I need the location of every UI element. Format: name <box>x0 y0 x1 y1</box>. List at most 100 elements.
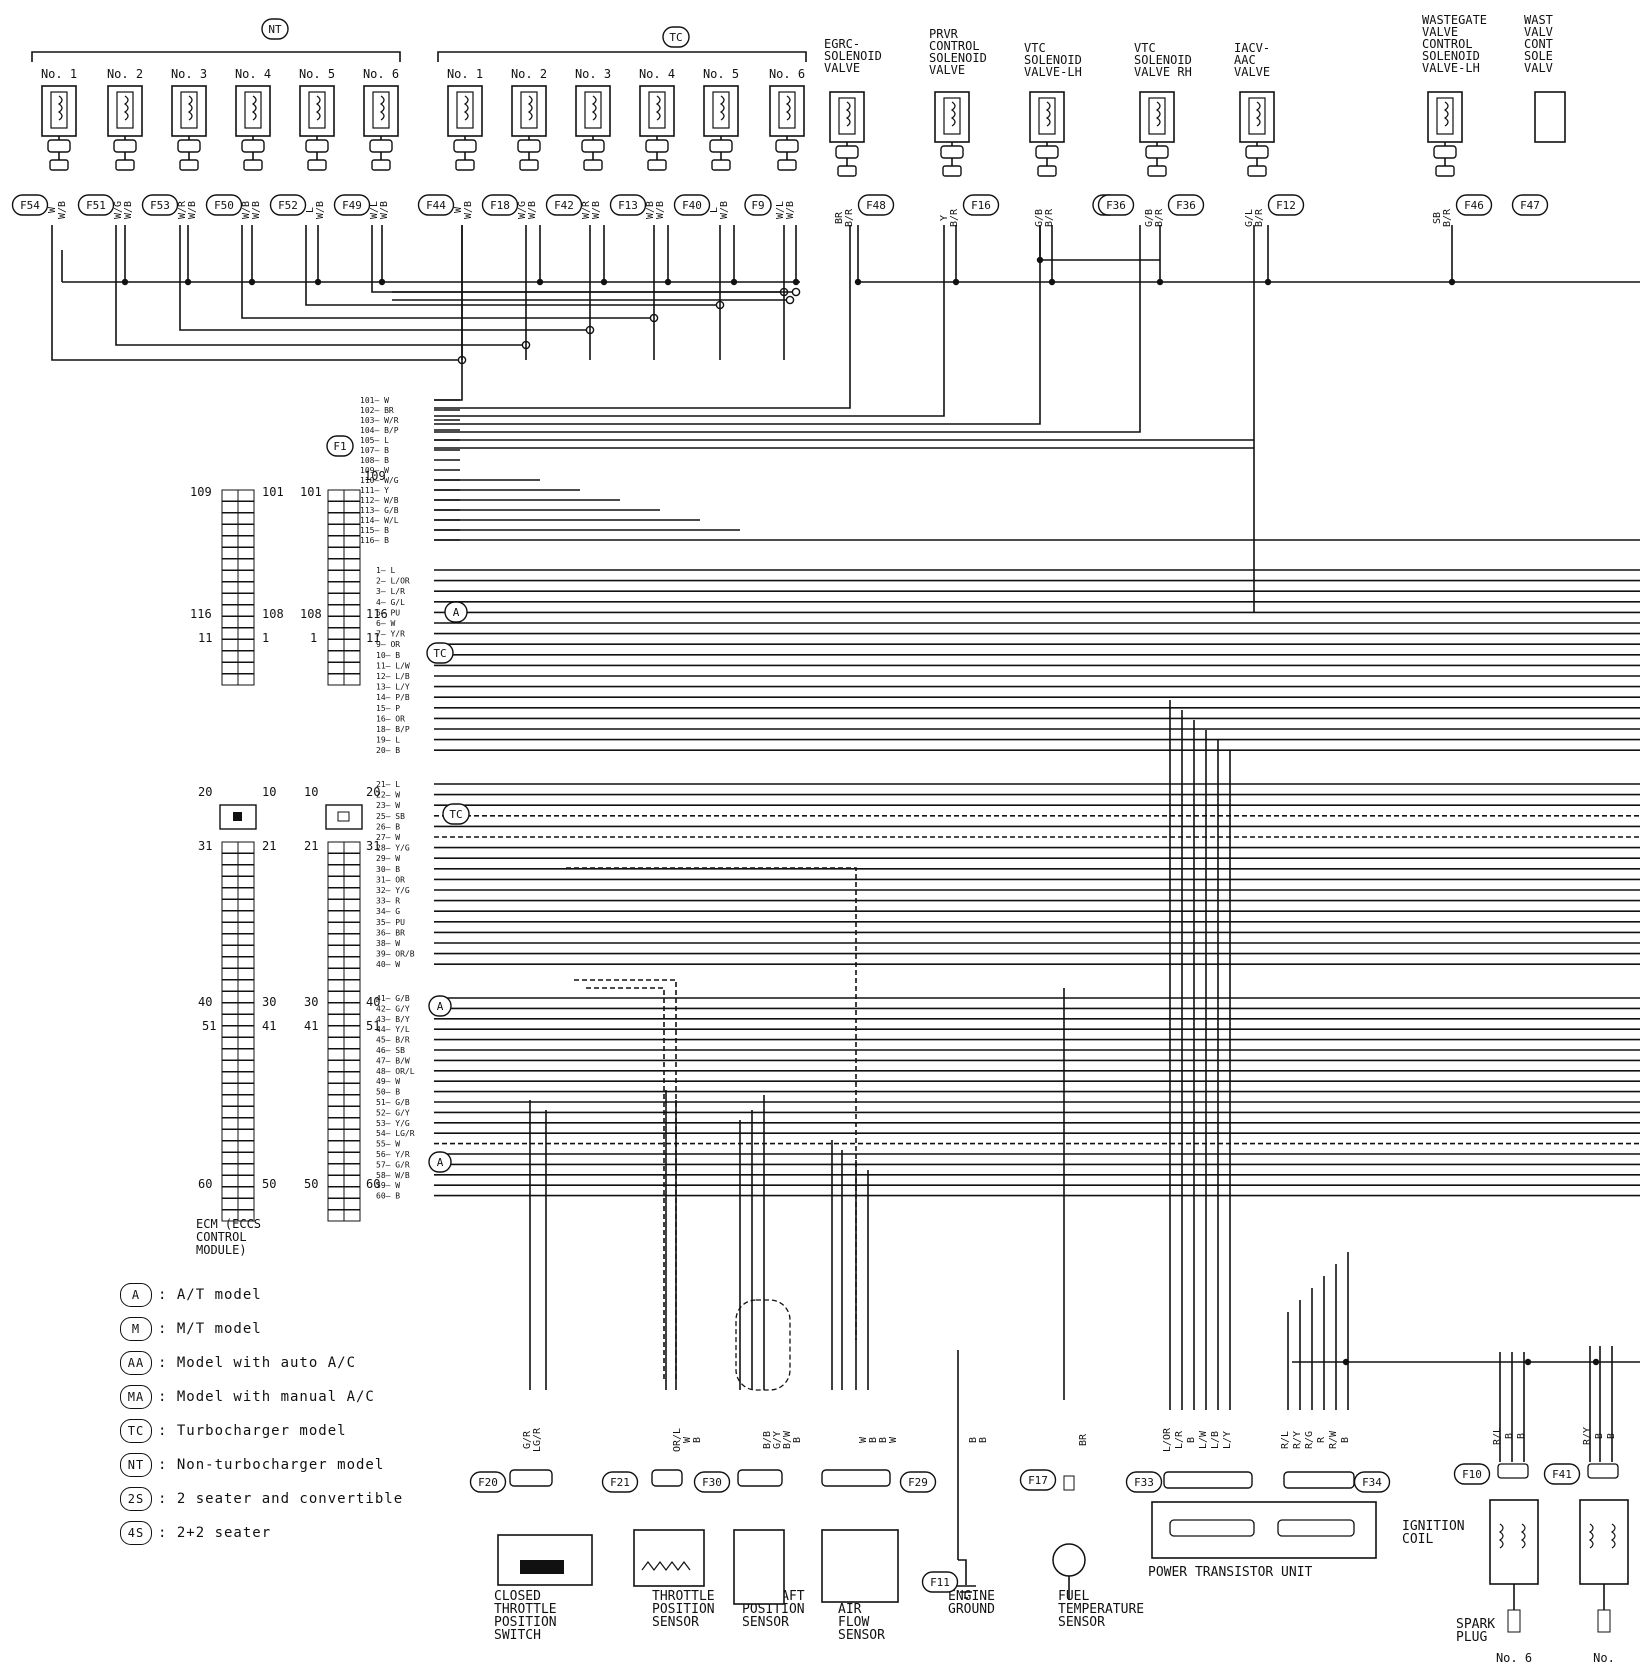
wire-color: R <box>1316 1436 1327 1443</box>
ecm-pin-label: 19— L <box>376 736 400 745</box>
coil-winding-icon <box>1588 1523 1616 1549</box>
ecm-corner-label: 30 <box>304 995 318 1009</box>
junction-dot <box>730 278 738 286</box>
injector-injector_nt-6-socket <box>371 159 391 171</box>
injector-injector_nt-2-socket <box>115 159 135 171</box>
solenoid-valve-3-coil-icon <box>1155 101 1161 127</box>
solenoid-valve-1-plug <box>940 145 964 159</box>
ecm-pin-label: 22— W <box>376 791 400 800</box>
injector-injector_nt-3-plug <box>177 139 201 153</box>
ignition-coil-label: IGNITION <box>1402 1519 1465 1534</box>
potentiometer-icon <box>641 1561 691 1571</box>
ptu-socket-left <box>1169 1519 1255 1537</box>
ecm-pin-label: 3— L/R <box>376 587 405 596</box>
ecm-pin-label: 102— BR <box>360 406 394 415</box>
solenoid-label: VTC <box>1134 41 1156 55</box>
crossover-ring <box>785 295 795 305</box>
ecm-pin-label: 23— W <box>376 801 400 810</box>
solenoid-label: VALVE <box>824 61 860 75</box>
ecm-connector-badge-text: F1 <box>333 440 346 453</box>
ground-icon <box>956 1585 976 1599</box>
wire-color: LG/R <box>532 1427 543 1452</box>
component-label: FLOW <box>838 1615 869 1630</box>
wire-color: W/B <box>315 201 326 219</box>
tc-bracket <box>437 51 807 62</box>
ecm-pin-label: 36— BR <box>376 928 405 937</box>
ecm-pin-label: 25— SB <box>376 812 405 821</box>
ecm-pin-label: 14— P/B <box>376 693 410 702</box>
injector-signal-wire <box>179 225 590 331</box>
wire-color: W/B <box>463 201 474 219</box>
legend-item: A: A/T model <box>120 1278 403 1312</box>
ecm-pin-label: 39— OR/B <box>376 950 415 959</box>
wire-color: B/R <box>844 208 855 227</box>
injector-label: No. 1 <box>41 67 77 81</box>
spark-plug-number: No. <box>1593 1651 1615 1665</box>
throttle-position-sensor-body <box>633 1529 705 1587</box>
ecm-pin-label: 42— G/Y <box>376 1004 410 1013</box>
junction-dot <box>1448 278 1456 286</box>
solenoid-valve-0-coil-frame <box>838 97 856 135</box>
injector-injector_nt-6-coil-frame <box>372 91 390 129</box>
injector-label: No. 4 <box>639 67 675 81</box>
injector-injector_tc-2-plug <box>517 139 541 153</box>
ecm-corner-label: 116 <box>366 607 388 621</box>
ecm-pin-label: 110— W/G <box>360 476 399 485</box>
connector-badge-text: F48 <box>866 199 886 212</box>
component-label: AIR <box>838 1602 862 1617</box>
wire-color: B/R <box>1442 208 1453 227</box>
wire-color: G/B <box>1034 209 1045 227</box>
junction-dot <box>248 278 256 286</box>
wire-color: W/B <box>785 201 796 219</box>
injector-injector_nt-2-coil-frame <box>116 91 134 129</box>
wire-color: Y <box>939 215 950 221</box>
ecm-corner-label: 31 <box>198 839 212 853</box>
connector-badge <box>1097 194 1135 216</box>
ecm-pin-label: 109— W <box>360 466 389 475</box>
connector-badge <box>333 194 371 216</box>
ecm-pin-label: 103— W/R <box>360 416 399 425</box>
connector-badge <box>673 194 711 216</box>
legend: A: A/T model M: M/T model AA: Model with… <box>120 1278 403 1550</box>
ecm-pin-label: 112— W/B <box>360 496 399 505</box>
tc-marker <box>426 642 454 664</box>
connector-badge <box>899 1471 937 1493</box>
solenoid-label: WAST <box>1524 13 1553 27</box>
junction-dot <box>1264 278 1272 286</box>
tc-badge <box>662 26 690 48</box>
legend-badge: 2S <box>120 1487 152 1511</box>
connector-badge <box>601 1471 639 1493</box>
wire-color: W/B <box>655 201 666 219</box>
ecm-pin-label: 52— G/Y <box>376 1108 410 1117</box>
crossover-ring <box>791 287 801 297</box>
connector-badge <box>921 1571 959 1593</box>
wire-color: B/B <box>762 1431 773 1449</box>
solenoid-valve-2-coil-icon <box>1045 101 1051 127</box>
ecm-pin-label: 107— B <box>360 446 389 455</box>
component-label: FUEL <box>1058 1589 1089 1604</box>
junction-dot <box>314 278 322 286</box>
wire <box>434 225 851 409</box>
wire-color: B <box>792 1437 803 1443</box>
solenoid-valve-2-plug <box>1035 145 1059 159</box>
ecm-pin-label: 47— B/W <box>376 1056 410 1065</box>
junction-dot <box>1592 1358 1600 1366</box>
legend-text: Non-turbocharger model <box>176 1457 385 1473</box>
solenoid-label: VALV <box>1524 25 1553 39</box>
nt-badge-text: NT <box>268 23 282 36</box>
solenoid-valve-0-coil-icon <box>845 101 851 127</box>
injector-label: No. 6 <box>769 67 805 81</box>
injector-injector_nt-4-plug <box>241 139 265 153</box>
solenoid-label: VALVE <box>929 63 965 77</box>
injector-injector_tc-4-coil-frame <box>648 91 666 129</box>
injector-label: No. 1 <box>447 67 483 81</box>
wire-color: W/B <box>241 201 252 219</box>
connector-badge <box>857 194 895 216</box>
solenoid-label: PRVR <box>929 27 959 41</box>
ecm-pin-label: 41— G/B <box>376 994 410 1003</box>
ecm-corner-label: 11 <box>366 631 380 645</box>
nt-bracket <box>31 51 401 62</box>
wire-color: BR <box>1078 1433 1089 1446</box>
ecm-corner-label: 101 <box>300 485 322 499</box>
solenoid-valve-4-coil-frame <box>1248 97 1266 135</box>
